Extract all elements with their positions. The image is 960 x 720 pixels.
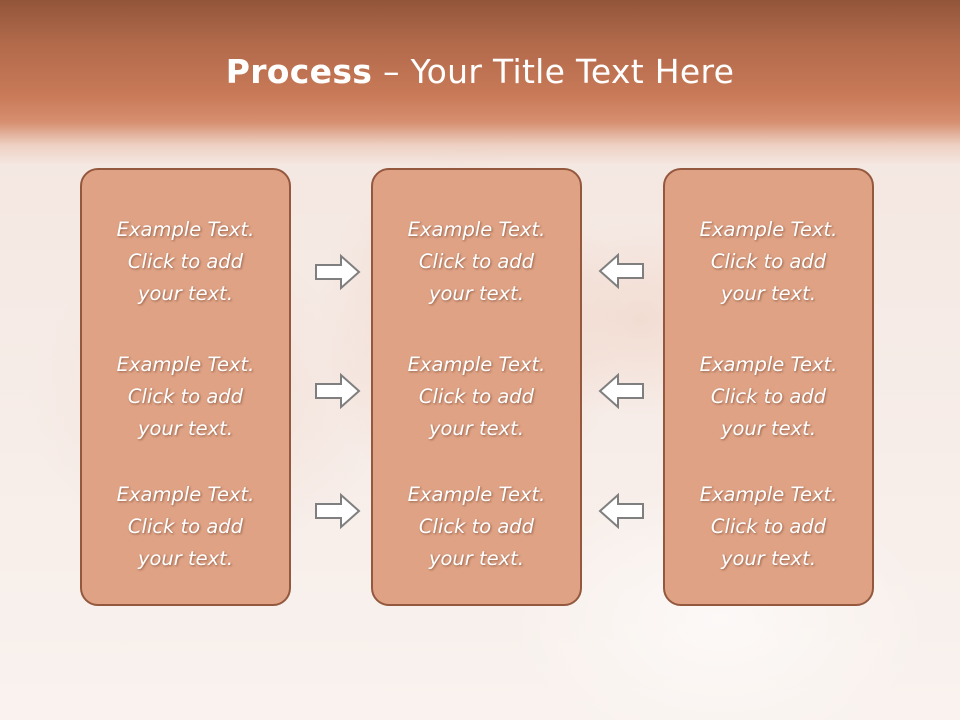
title-bold: Process — [225, 52, 373, 91]
title-rest: – Your Title Text Here — [372, 52, 735, 91]
text-line: your text. — [137, 282, 234, 305]
text-line: your text. — [428, 282, 525, 305]
panel-left[interactable]: Example Text. Click to add your text. Ex… — [80, 168, 291, 606]
text-line: your text. — [720, 417, 817, 440]
right-arrow-icon[interactable] — [314, 252, 362, 292]
text-line: Click to add — [710, 385, 827, 408]
text-line: Click to add — [127, 250, 244, 273]
text-line: Example Text. — [116, 483, 255, 506]
text-line: Click to add — [418, 250, 535, 273]
text-block[interactable]: Example Text. Click to add your text. — [373, 214, 580, 310]
text-block[interactable]: Example Text. Click to add your text. — [373, 479, 580, 575]
panel-right[interactable]: Example Text. Click to add your text. Ex… — [663, 168, 874, 606]
text-line: your text. — [720, 547, 817, 570]
text-line: Click to add — [710, 250, 827, 273]
title-band — [0, 0, 960, 165]
left-arrow-icon[interactable] — [597, 491, 645, 531]
left-arrow-icon[interactable] — [597, 251, 645, 291]
text-line: Click to add — [418, 385, 535, 408]
slide-title[interactable]: Process – Your Title Text Here — [0, 52, 960, 91]
text-line: Click to add — [418, 515, 535, 538]
text-line: Example Text. — [116, 353, 255, 376]
text-line: Example Text. — [407, 483, 546, 506]
text-line: your text. — [720, 282, 817, 305]
text-block[interactable]: Example Text. Click to add your text. — [82, 349, 289, 445]
left-arrow-icon[interactable] — [597, 371, 645, 411]
text-line: your text. — [428, 547, 525, 570]
text-line: your text. — [137, 547, 234, 570]
text-block[interactable]: Example Text. Click to add your text. — [373, 349, 580, 445]
text-block[interactable]: Example Text. Click to add your text. — [82, 214, 289, 310]
text-line: Example Text. — [699, 483, 838, 506]
text-line: your text. — [428, 417, 525, 440]
text-line: Example Text. — [699, 218, 838, 241]
text-line: Click to add — [127, 385, 244, 408]
text-line: Click to add — [710, 515, 827, 538]
text-line: Example Text. — [699, 353, 838, 376]
text-line: Example Text. — [407, 218, 546, 241]
text-line: Click to add — [127, 515, 244, 538]
right-arrow-icon[interactable] — [314, 371, 362, 411]
text-block[interactable]: Example Text. Click to add your text. — [665, 479, 872, 575]
text-line: Example Text. — [407, 353, 546, 376]
text-block[interactable]: Example Text. Click to add your text. — [665, 349, 872, 445]
text-line: Example Text. — [116, 218, 255, 241]
text-line: your text. — [137, 417, 234, 440]
text-block[interactable]: Example Text. Click to add your text. — [665, 214, 872, 310]
right-arrow-icon[interactable] — [314, 491, 362, 531]
panel-center[interactable]: Example Text. Click to add your text. Ex… — [371, 168, 582, 606]
text-block[interactable]: Example Text. Click to add your text. — [82, 479, 289, 575]
